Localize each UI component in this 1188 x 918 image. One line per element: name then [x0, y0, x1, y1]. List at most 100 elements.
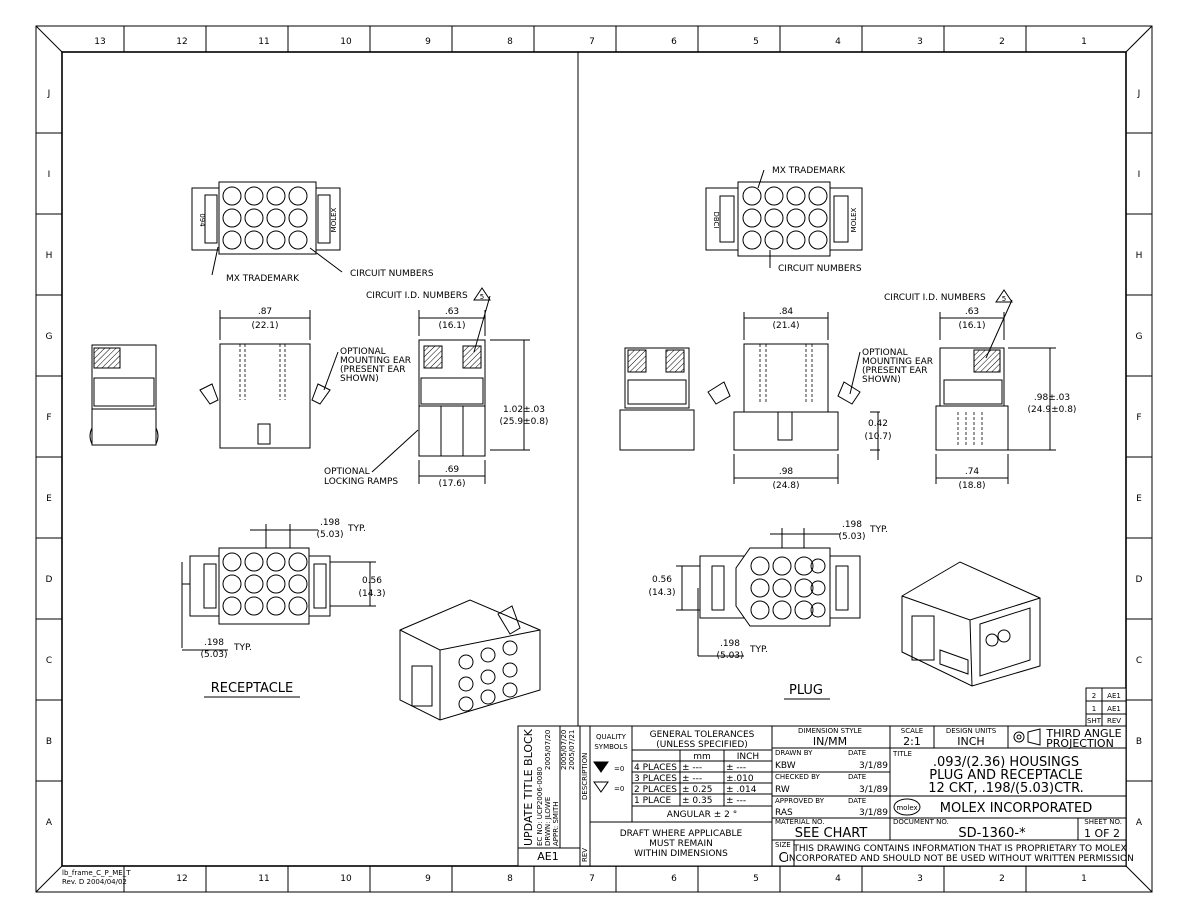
tol-row-label: 3 PLACES [634, 774, 677, 784]
col-label: 8 [507, 874, 513, 884]
rev-value-2: AE1 [1107, 692, 1121, 700]
col-label: 11 [258, 37, 269, 47]
row-label: D [46, 575, 53, 585]
row-label: H [46, 251, 53, 261]
quality-symbol-filled-eq: =0 [614, 765, 624, 773]
dim-pitch2-in: .198 [204, 638, 224, 648]
dim-side-width-in: .63 [445, 307, 459, 317]
mounting-ear-note-4: SHOWN) [340, 374, 379, 384]
dim-pitch2-mm: (5.03) [716, 651, 743, 661]
row-label: J [1137, 89, 1141, 99]
mx-trademark-label: MX TRADEMARK [772, 166, 846, 176]
update-ec-no: EC NO: UCP2006-0080 [536, 767, 544, 846]
dim-base-in: .69 [445, 465, 460, 475]
receptacle-right-side-view: .63 (16.1) CIRCUIT I.D. NUMBERS 5 1.02±.… [324, 287, 548, 489]
plug-view-title: PLUG [789, 683, 823, 698]
approved-by: RAS [775, 808, 793, 818]
update-date1: 2005/07/20 [544, 730, 552, 770]
row-label: J [47, 89, 51, 99]
side-label-left: 094 [198, 213, 206, 227]
col-label: 9 [425, 874, 431, 884]
tol-angular: ANGULAR ± 2 ° [667, 810, 737, 820]
col-label: 4 [835, 37, 841, 47]
sheet-label: SHEET NO. [1084, 818, 1122, 826]
rev-header-sht: SHT [1087, 717, 1102, 725]
update-rev-value: AE1 [537, 850, 558, 863]
col-label: 10 [340, 37, 352, 47]
plug-isometric [901, 561, 1041, 687]
tol-row-label: 1 PLACE [634, 796, 672, 806]
date-label: DATE [848, 773, 866, 781]
col-label: 2 [999, 37, 1005, 47]
title-line-3: 12 CKT, .198/(5.03)CTR. [928, 781, 1084, 796]
col-label: 11 [258, 874, 269, 884]
col-label: 2 [999, 874, 1005, 884]
receptacle-isometric [399, 599, 541, 721]
row-label: F [46, 413, 51, 423]
dim-base-mm: (17.6) [438, 479, 465, 489]
col-label: 9 [425, 37, 431, 47]
column-labels-bottom: 12 11 10 9 8 7 6 5 4 3 2 1 [176, 874, 1087, 884]
tol-row-mm: ± --- [682, 774, 702, 784]
company-name: MOLEX INCORPORATED [940, 801, 1092, 816]
dim-pitch-in: .198 [842, 520, 862, 530]
quality-symbol-outline-eq: =0 [614, 785, 624, 793]
tol-row-label: 2 PLACES [634, 785, 677, 795]
mounting-ear-note-3: (PRESENT EAR [340, 365, 405, 375]
tolerances-title: GENERAL TOLERANCES [650, 730, 755, 740]
dim-row-in: 0.56 [362, 576, 382, 586]
frame-ticks [36, 26, 1152, 892]
col-label: 10 [340, 874, 352, 884]
tol-col-mm: mm [693, 752, 711, 762]
sheet-value: 1 OF 2 [1084, 827, 1120, 840]
tol-row-inch: ± .014 [726, 785, 757, 795]
circuit-numbers-label: CIRCUIT NUMBERS [778, 264, 862, 274]
row-label: G [1136, 332, 1143, 342]
typ-label: TYP. [347, 524, 366, 534]
draft-note-1: DRAFT WHERE APPLICABLE [620, 829, 743, 839]
row-label: D [1136, 575, 1143, 585]
tol-row-mm: ± 0.35 [682, 796, 712, 806]
projection-line-2: PROJECTION [1046, 737, 1114, 750]
dim-width-mm: (21.4) [772, 321, 799, 331]
size-value: C [778, 851, 787, 866]
plug-bottom-view: .198 (5.03) TYP. 0.56 (14.3) .198 (5.03)… [648, 520, 887, 661]
row-label: A [1136, 818, 1143, 828]
dimension-style: IN/MM [813, 735, 847, 748]
plug-left-side-view [619, 347, 695, 451]
dim-side-width-mm: (16.1) [438, 321, 465, 331]
mounting-ear-note-4: SHOWN) [862, 375, 901, 385]
dim-step-in: 0.42 [868, 419, 888, 429]
row-label: C [1136, 656, 1142, 666]
row-labels: J I H G F E D C B A J I H G F E D C B A [46, 89, 1143, 828]
tol-col-inch: INCH [737, 752, 759, 762]
column-labels-top: 13 12 11 10 9 8 7 6 5 4 3 2 1 [94, 37, 1087, 47]
projection-circle-icon [1013, 731, 1025, 743]
tol-row-mm: ± --- [682, 763, 702, 773]
projection-line-1: THIRD ANGLE [1045, 727, 1121, 740]
locking-ramps-note-2: LOCKING RAMPS [324, 477, 398, 487]
col-label: 12 [176, 874, 187, 884]
receptacle-top-view: 094 MOLEX MX TRADEMARK CIRCUIT NUMBERS [191, 181, 434, 284]
tol-row-mm: ± 0.25 [682, 785, 712, 795]
dim-side-width-mm: (16.1) [958, 321, 985, 331]
row-label: E [1136, 494, 1142, 504]
row-label: A [46, 818, 53, 828]
title-block: DIMENSION STYLE IN/MM SCALE 2:1 DESIGN U… [771, 725, 1134, 867]
dim-height-mm: (24.9±0.8) [1028, 405, 1077, 415]
receptacle-bottom-view: .198 (5.03) TYP. 0.56 (14.3) .198 (5.03)… [181, 518, 386, 660]
row-label: F [1136, 413, 1141, 423]
quality-symbol-filled-icon [593, 761, 609, 773]
dim-height-in: 1.02±.03 [503, 405, 545, 415]
row-label: I [48, 170, 51, 180]
receptacle-left-side-view [89, 344, 159, 446]
title-line-1: .093/(2.36) HOUSINGS [933, 755, 1079, 770]
plug-right-side-view: .63 (16.1) CIRCUIT I.D. NUMBERS 5 .98±.0… [884, 289, 1077, 491]
dim-pitch-in: .198 [320, 518, 340, 528]
col-label: 5 [753, 874, 759, 884]
proprietary-line-2: INCORPORATED AND SHOULD NOT BE USED WITH… [786, 854, 1134, 864]
dim-height-in: .98±.03 [1034, 393, 1070, 403]
date-label: DATE [848, 797, 866, 805]
dim-pitch-mm: (5.03) [838, 532, 865, 542]
